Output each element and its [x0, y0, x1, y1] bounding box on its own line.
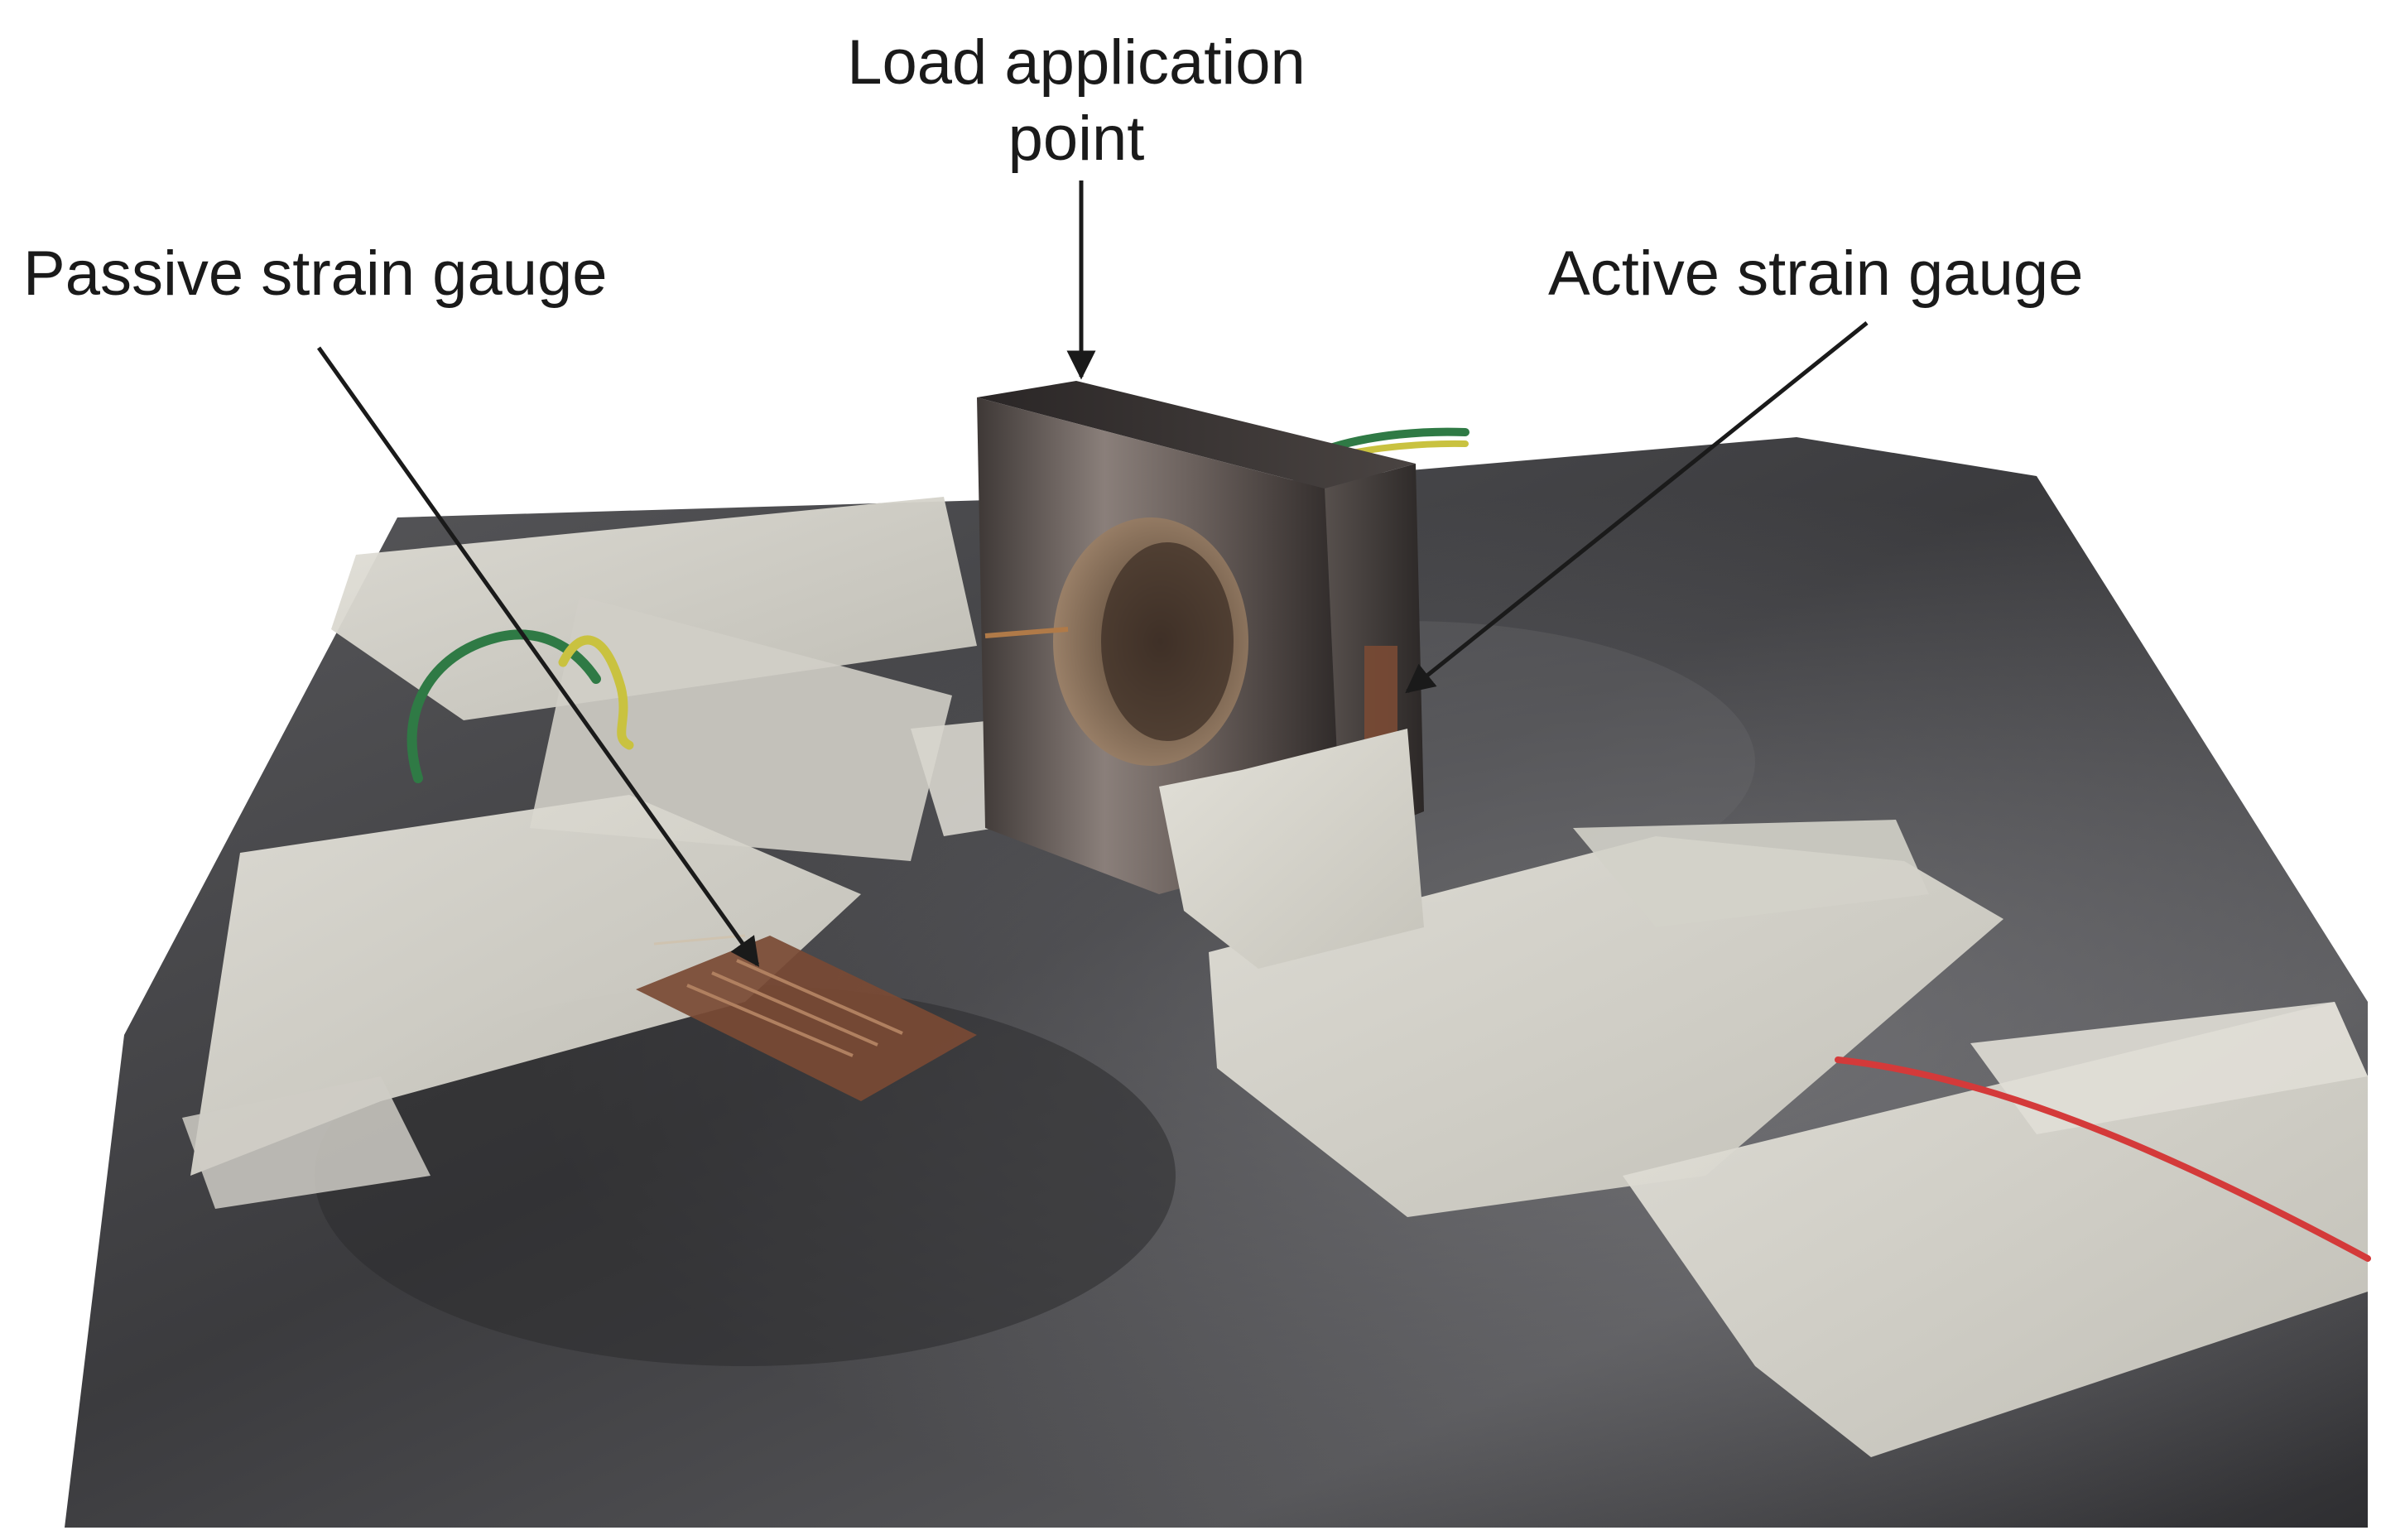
- annotation-arrows: [316, 180, 1869, 967]
- passive-strain-gauge: [636, 934, 977, 1101]
- base-tape: [1159, 729, 1424, 969]
- passive-strain-gauge-label: Passive strain gauge: [23, 238, 608, 309]
- load-application-point-label: Load application point: [847, 27, 1306, 174]
- arrow-passive-gauge: [316, 346, 760, 967]
- active-strain-gauge-label: Active strain gauge: [1548, 238, 2084, 309]
- arrow-active-gauge: [1405, 321, 1869, 694]
